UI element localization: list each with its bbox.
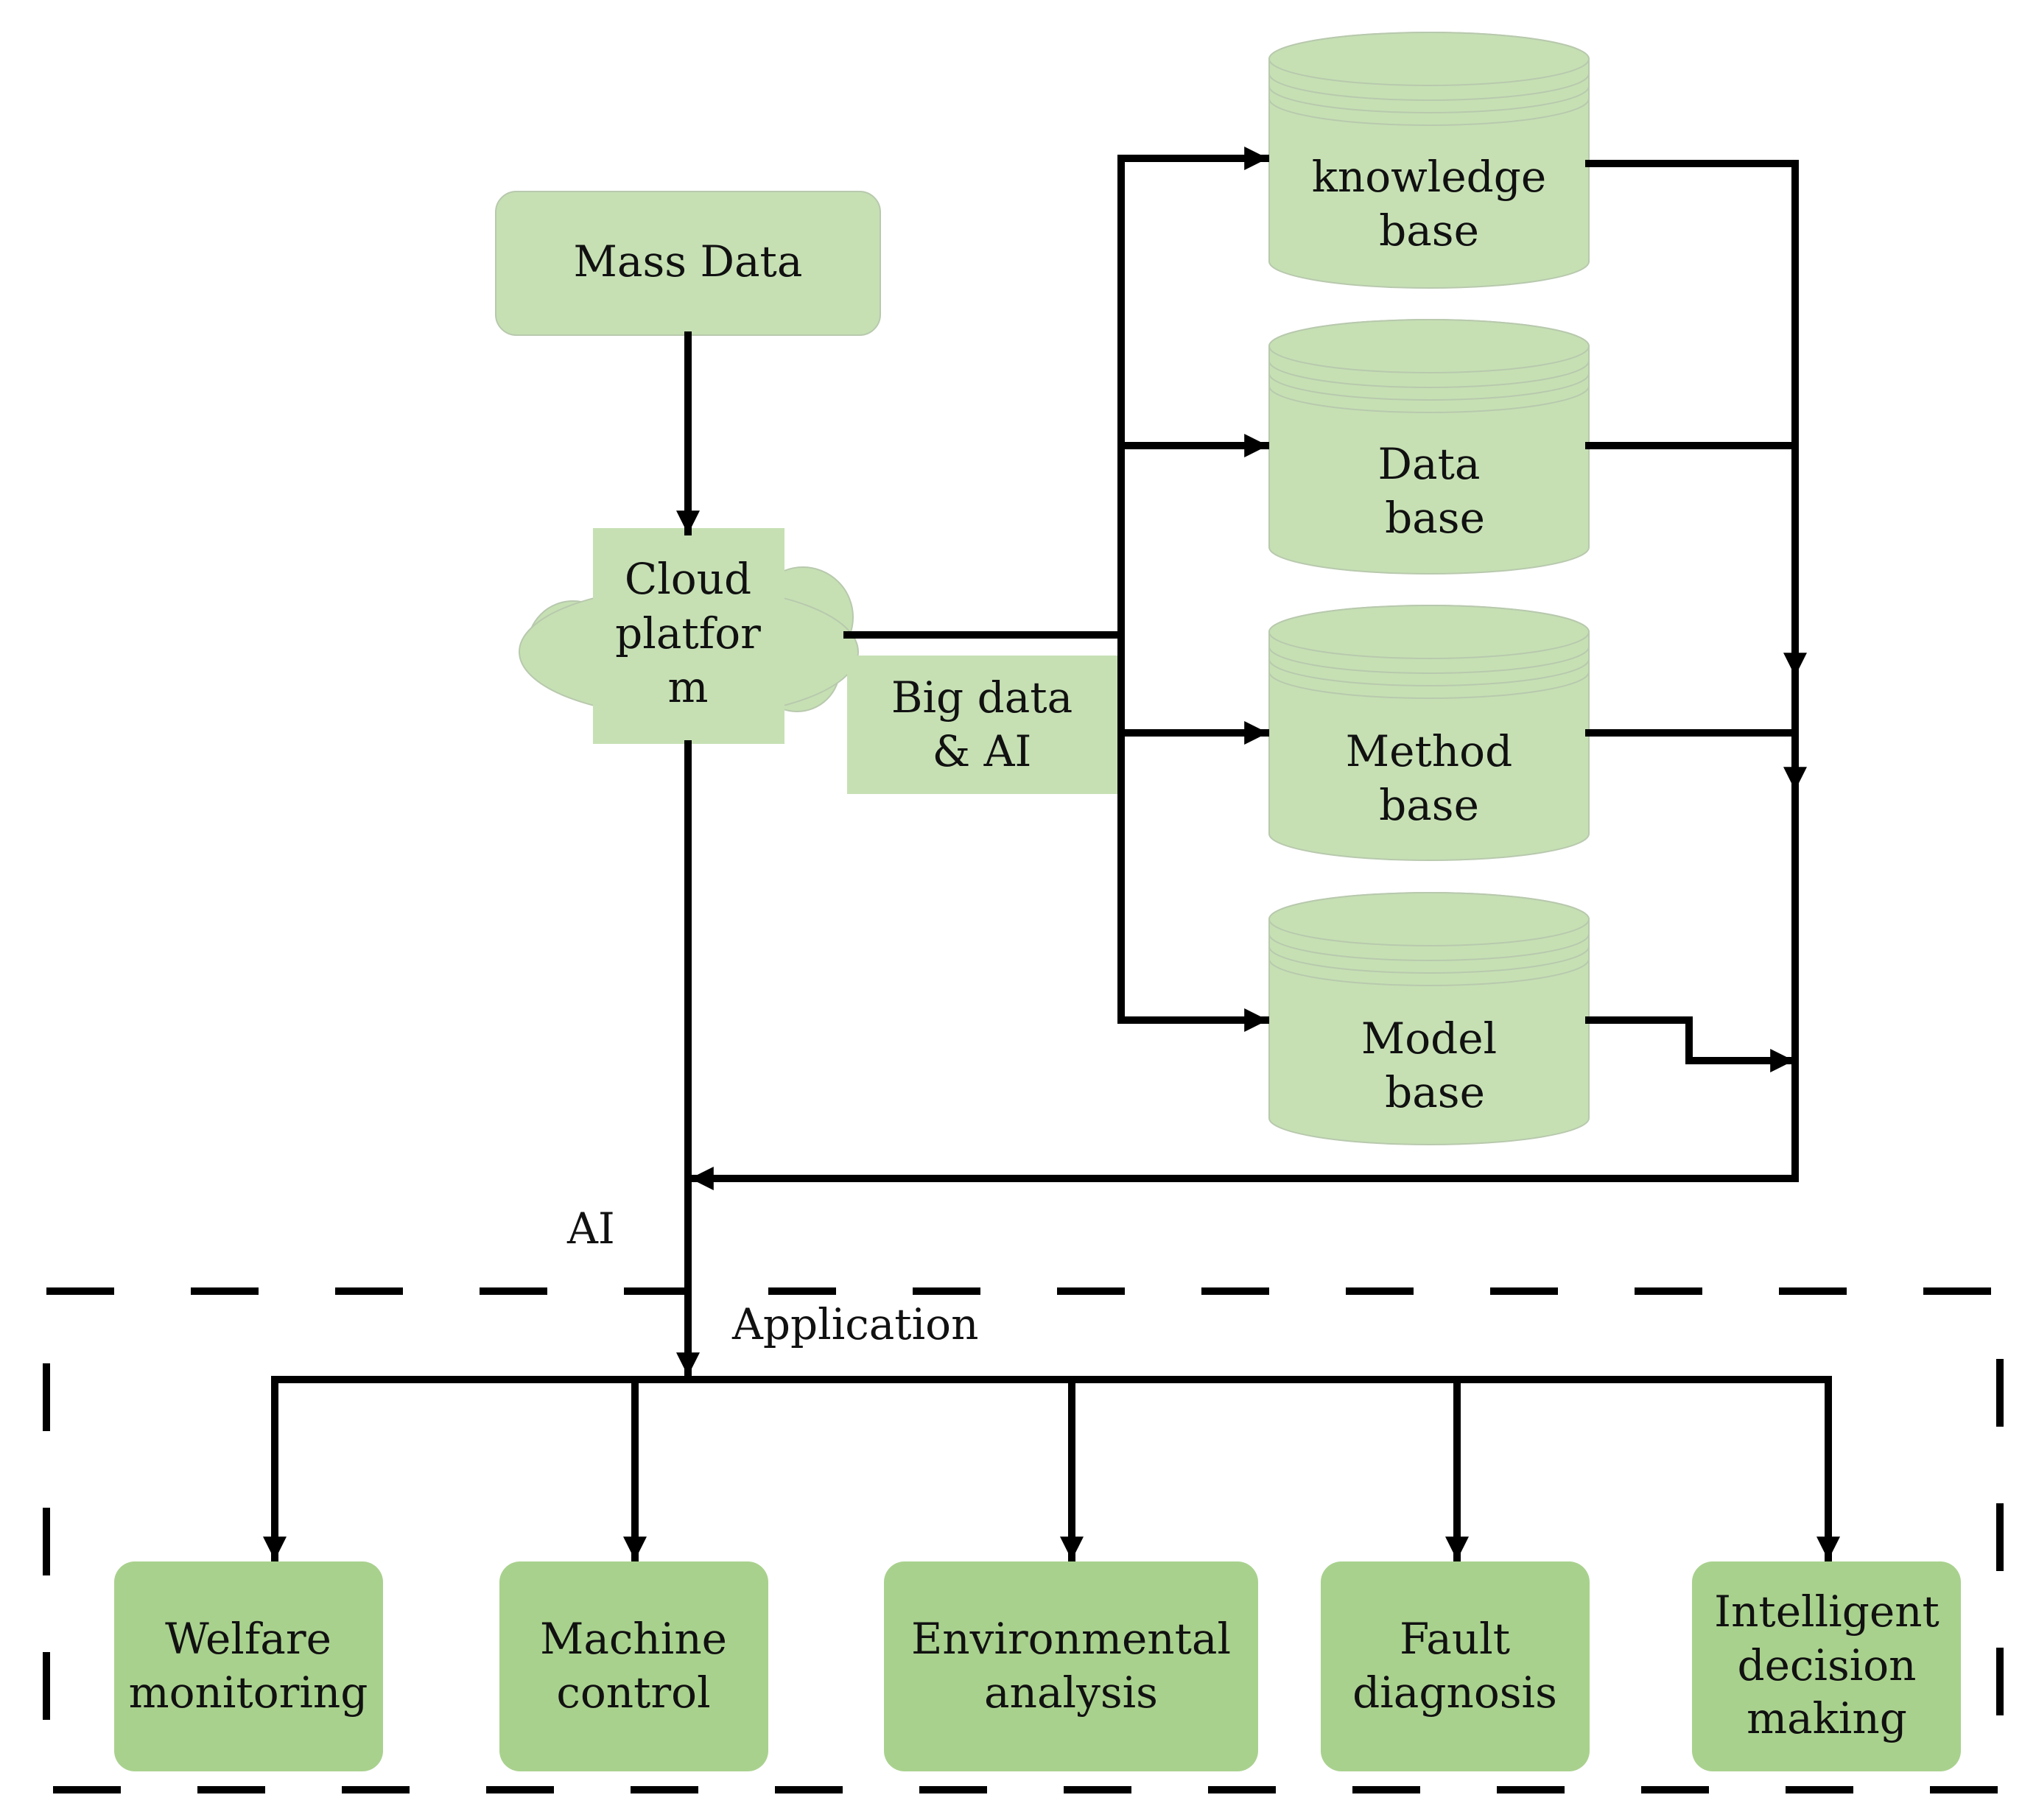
database-knowledge-base: knowledge base [1268, 32, 1590, 289]
arrow-model-out [1585, 1016, 1795, 1073]
line-knowledge-out [1585, 160, 1799, 1182]
model-base-line1: Model [1361, 1013, 1497, 1064]
database-method-base: Method base [1268, 605, 1590, 861]
big-data-ai-node: Big data & AI [847, 656, 1117, 794]
cloud-label-line1: Cloud [625, 554, 751, 604]
environmental-line1: Environmental [911, 1614, 1231, 1664]
machine-line1: Machine [540, 1614, 727, 1664]
environmental-line2: analysis [984, 1668, 1158, 1718]
app-machine-control: Machine control [499, 1561, 768, 1771]
database-icon [1268, 605, 1590, 861]
cloud-label-line2: platfor [615, 608, 761, 658]
app-environmental-analysis: Environmental analysis [884, 1561, 1258, 1771]
welfare-line2: monitoring [129, 1668, 368, 1718]
database-icon [1268, 32, 1590, 289]
cloud-label-line3: m [668, 662, 709, 712]
database-icon [1268, 319, 1590, 575]
application-label: Application [731, 1299, 978, 1349]
method-base-line1: Method [1346, 726, 1512, 776]
mass-data-label: Mass Data [574, 236, 803, 287]
database-model-base: Model base [1268, 892, 1590, 1145]
database-data-base: Data base [1268, 319, 1590, 575]
app-fault-diagnosis: Fault diagnosis [1321, 1561, 1590, 1771]
knowledge-base-line1: knowledge [1312, 152, 1547, 202]
cloud-platform-node: Cloud platfor m [519, 528, 859, 744]
app-welfare-monitoring: Welfare monitoring [114, 1561, 383, 1771]
knowledge-base-line2: base [1379, 205, 1479, 256]
application-frame [43, 1287, 2004, 1793]
method-base-line2: base [1379, 780, 1479, 830]
intelligent-line1: Intelligent [1714, 1587, 1940, 1637]
app-intelligent-decision-making: Intelligent decision making [1692, 1561, 1961, 1771]
mass-data-node: Mass Data [495, 191, 881, 336]
model-base-line2: base [1385, 1067, 1485, 1117]
welfare-line1: Welfare [165, 1614, 331, 1664]
connectors [262, 146, 1841, 1561]
ai-label: AI [566, 1204, 615, 1254]
big-data-line2: & AI [933, 726, 1032, 776]
fault-line1: Fault [1400, 1614, 1510, 1664]
intelligent-line3: making [1747, 1693, 1907, 1743]
machine-line2: control [556, 1668, 710, 1718]
big-data-line1: Big data [891, 672, 1073, 723]
database-icon [1268, 892, 1590, 1145]
data-base-line2: base [1385, 493, 1485, 543]
fault-line2: diagnosis [1352, 1668, 1557, 1718]
intelligent-line2: decision [1737, 1640, 1916, 1690]
data-base-line1: Data [1378, 439, 1481, 489]
